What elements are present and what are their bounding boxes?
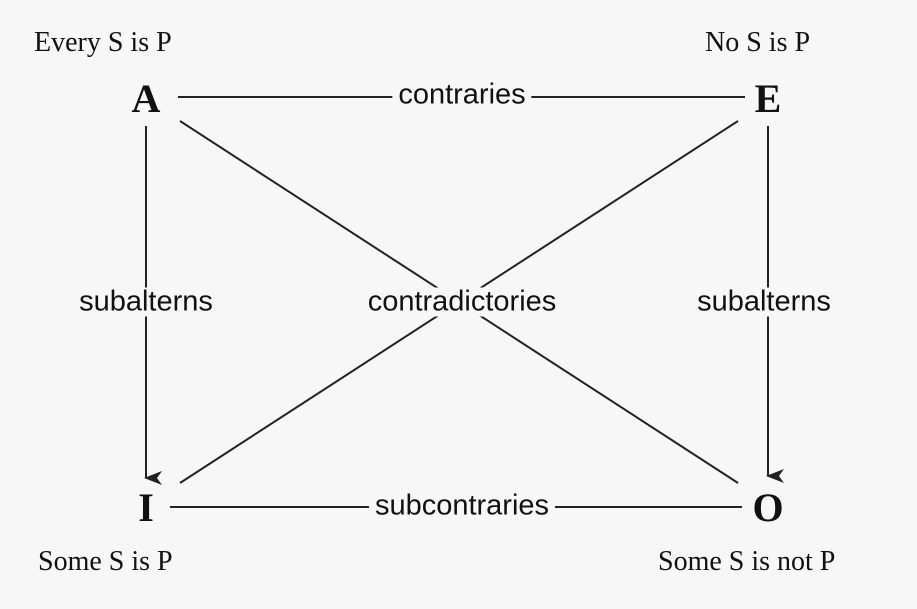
relation-right-label: subalterns: [691, 287, 837, 317]
relation-bottom-label: subcontraries: [368, 491, 556, 521]
corner-letter-o: O: [752, 485, 784, 530]
proposition-i: Some S is P: [38, 546, 173, 577]
corner-letter-e: E: [754, 76, 782, 121]
proposition-o: Some S is not P: [658, 546, 836, 577]
corner-letter-i: I: [138, 485, 154, 530]
relation-center-label: contradictories: [361, 287, 563, 317]
proposition-a: Every S is P: [34, 27, 172, 58]
corner-letter-a: A: [131, 76, 161, 121]
proposition-e: No S is P: [705, 27, 811, 58]
relation-left-label: subalterns: [73, 287, 219, 317]
relation-top-label: contraries: [392, 80, 532, 110]
